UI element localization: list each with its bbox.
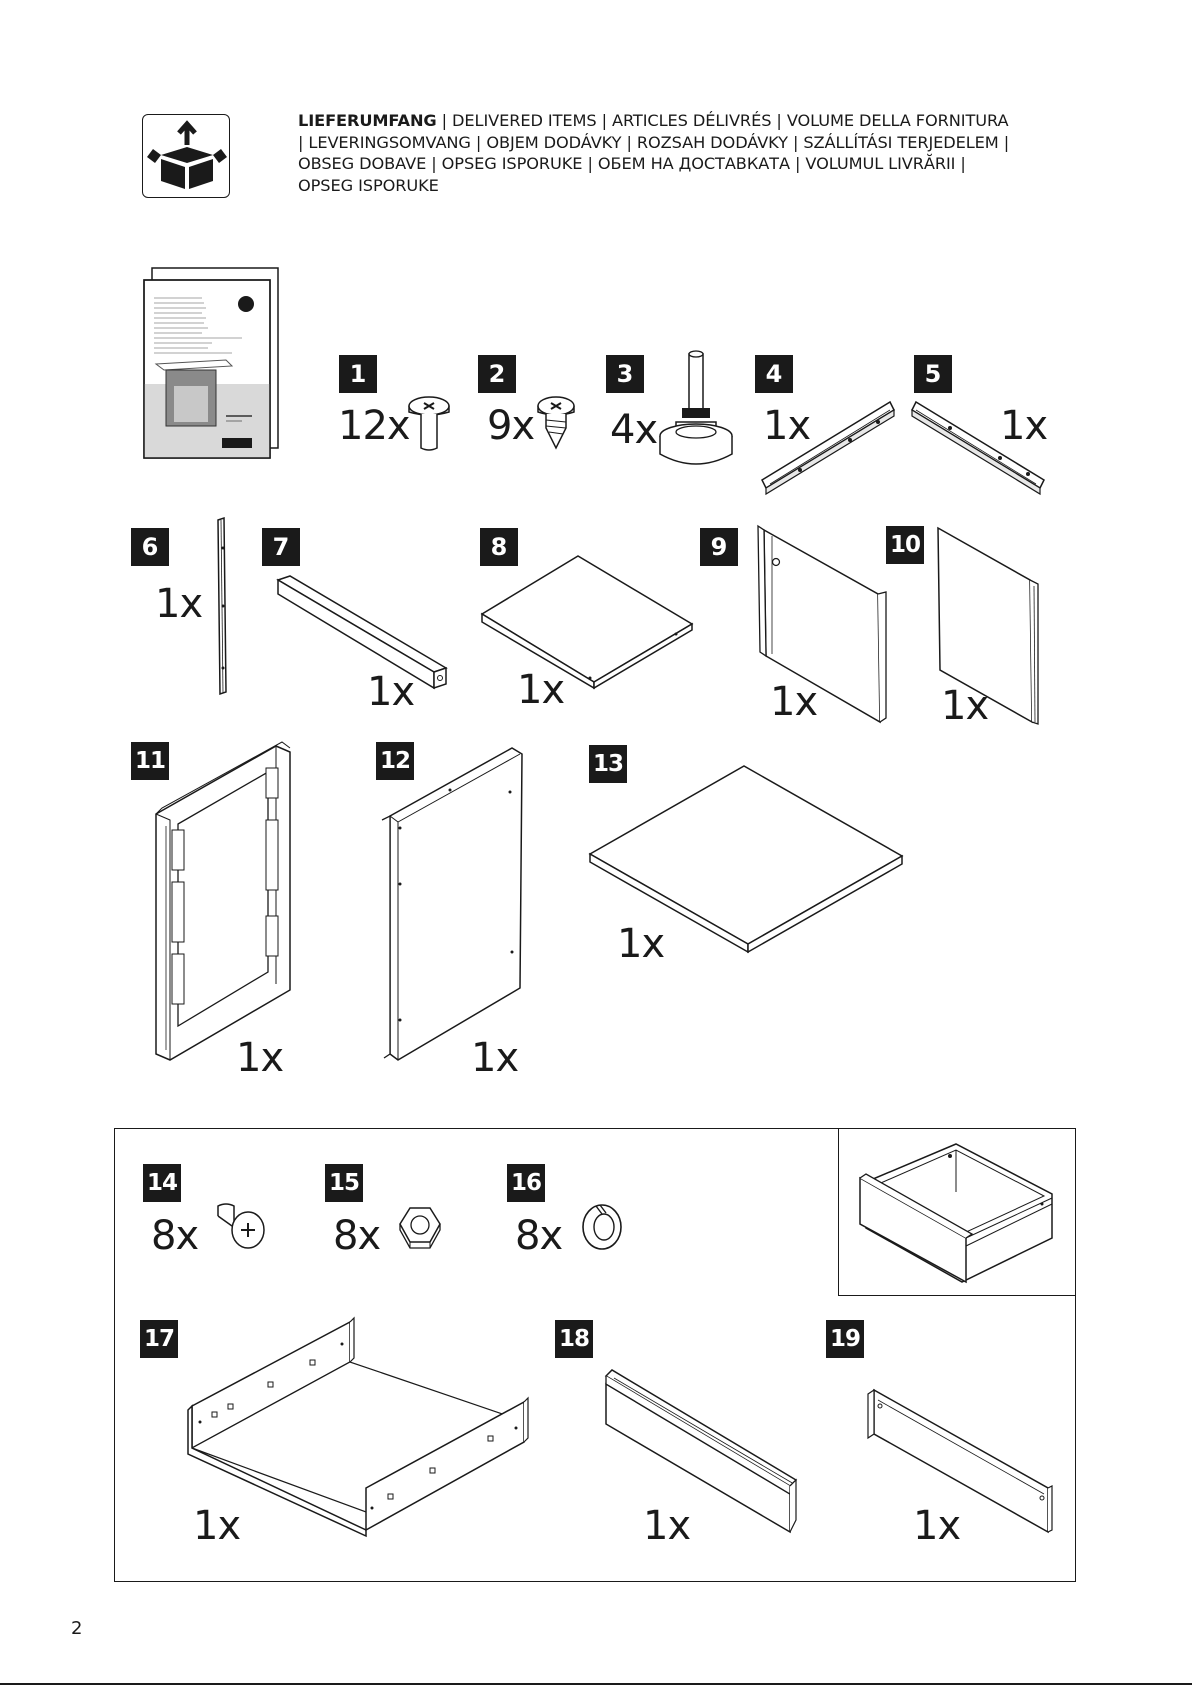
adjustable-foot-icon — [658, 350, 734, 474]
part-qty-8: 1x — [517, 667, 565, 713]
drawer-components-box — [114, 1128, 1076, 1582]
side-panel-icon — [380, 748, 526, 1066]
part-qty-11: 1x — [236, 1035, 284, 1081]
box-delivery-icon — [142, 114, 230, 198]
part-qty-4: 1x — [763, 403, 811, 449]
part-number-8: 8 — [480, 528, 518, 566]
part-number-9: 9 — [700, 528, 738, 566]
part-number-2: 2 — [478, 355, 516, 393]
part-qty-9: 1x — [770, 679, 818, 725]
part-qty-15: 8x — [333, 1213, 381, 1259]
bottom-rule — [0, 1683, 1192, 1685]
part-qty-1: 12x — [338, 403, 411, 449]
drawer-front-icon — [604, 1370, 796, 1534]
part-number-7: 7 — [262, 528, 300, 566]
part-qty-13: 1x — [617, 921, 665, 967]
screw-icon — [406, 392, 452, 452]
instruction-manual-icon — [142, 268, 282, 460]
heading-bold: LIEFERUMFANG — [298, 111, 437, 130]
part-qty-14: 8x — [151, 1213, 199, 1259]
part-number-13: 13 — [589, 745, 627, 783]
pointed-screw-icon — [536, 392, 576, 450]
part-number-16: 16 — [507, 1164, 545, 1202]
part-qty-5: 1x — [1000, 403, 1048, 449]
part-number-19: 19 — [826, 1320, 864, 1358]
part-number-1: 1 — [339, 355, 377, 393]
part-number-6: 6 — [131, 528, 169, 566]
part-qty-16: 8x — [515, 1213, 563, 1259]
part-number-11: 11 — [131, 742, 169, 780]
drawer-body-icon — [186, 1318, 528, 1538]
part-number-10: 10 — [886, 526, 924, 564]
drawer-back-icon — [866, 1386, 1054, 1538]
part-qty-17: 1x — [193, 1503, 241, 1549]
part-number-12: 12 — [376, 742, 414, 780]
rail-right-icon — [910, 400, 1046, 496]
rail-left-icon — [760, 400, 896, 496]
part-qty-19: 1x — [913, 1503, 961, 1549]
page-number: 2 — [71, 1618, 83, 1639]
part-qty-7: 1x — [367, 669, 415, 715]
part-number-15: 15 — [325, 1164, 363, 1202]
side-frame-icon — [154, 740, 294, 1066]
top-plate-icon — [588, 762, 904, 954]
part-number-5: 5 — [914, 355, 952, 393]
back-panel-icon — [936, 528, 1040, 724]
square-beam-icon — [276, 576, 448, 702]
tray-panel-icon — [480, 554, 694, 688]
part-number-17: 17 — [140, 1320, 178, 1358]
part-qty-3: 4x — [610, 407, 658, 453]
part-number-3: 3 — [606, 355, 644, 393]
assembled-drawer-preview — [838, 1128, 1076, 1296]
heading-translations: | DELIVERED ITEMS | ARTICLES DÉLIVRÉS | … — [298, 111, 1010, 195]
part-qty-6: 1x — [155, 581, 203, 627]
part-number-4: 4 — [755, 355, 793, 393]
part-qty-18: 1x — [643, 1503, 691, 1549]
delivered-items-heading: LIEFERUMFANG | DELIVERED ITEMS | ARTICLE… — [298, 110, 1018, 196]
part-qty-2: 9x — [487, 403, 535, 449]
bolt-icon — [214, 1202, 268, 1252]
assembled-drawer-icon — [856, 1142, 1060, 1284]
part-number-18: 18 — [555, 1320, 593, 1358]
spring-washer-icon — [580, 1202, 624, 1252]
hex-nut-icon — [398, 1204, 442, 1250]
vertical-bar-icon — [214, 518, 230, 694]
part-number-14: 14 — [143, 1164, 181, 1202]
door-panel-icon — [758, 526, 888, 722]
part-qty-12: 1x — [471, 1035, 519, 1081]
